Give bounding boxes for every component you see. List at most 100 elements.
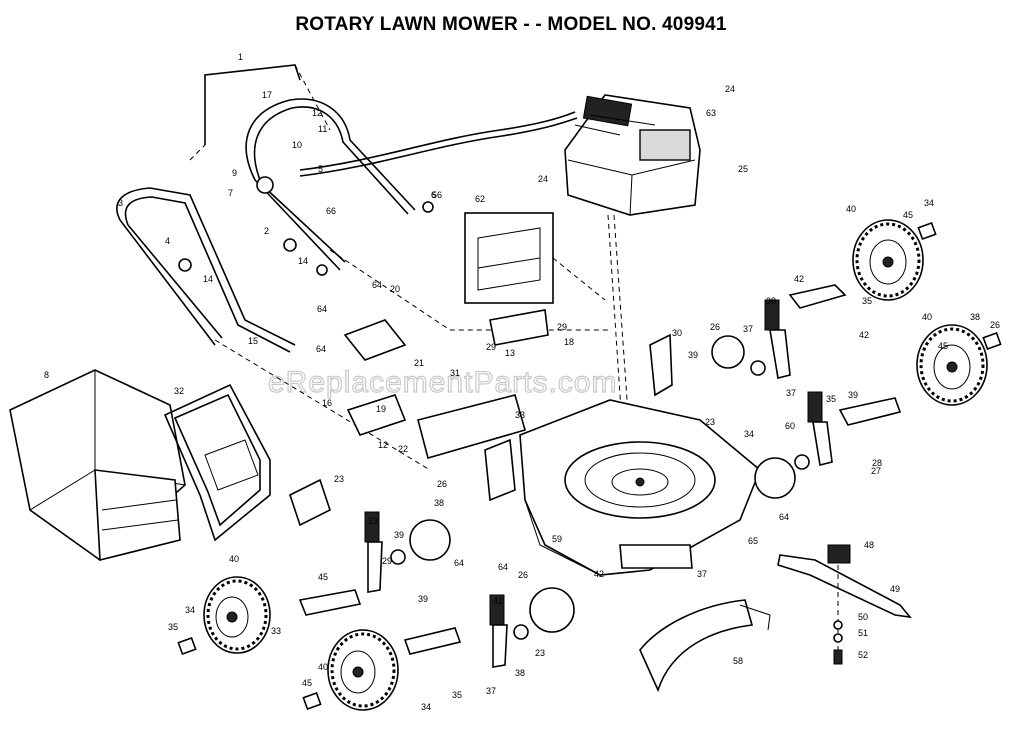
callout-45: 45: [938, 341, 948, 351]
wheel-right-rear: [852, 219, 924, 301]
callout-37: 37: [786, 388, 796, 398]
callout-50: 50: [858, 612, 868, 622]
callout-59: 59: [552, 534, 562, 544]
callout-66: 66: [326, 206, 336, 216]
callout-23: 23: [535, 648, 545, 658]
callout-48: 48: [864, 540, 874, 550]
callout-25: 25: [738, 164, 748, 174]
callout-39: 39: [418, 594, 428, 604]
callout-52: 52: [858, 650, 868, 660]
engine: [564, 94, 701, 471]
callout-64: 64: [372, 280, 382, 290]
callout-38: 38: [434, 498, 444, 508]
callout-27: 27: [871, 466, 881, 476]
callout-42: 42: [794, 274, 804, 284]
callout-20: 20: [390, 284, 400, 294]
callout-35: 35: [452, 690, 462, 700]
grass-bag: [9, 369, 186, 562]
wheel-left-rear: [203, 576, 271, 654]
callout-34: 34: [744, 429, 754, 439]
callout-60: 60: [785, 421, 795, 431]
callout-14: 14: [298, 256, 308, 266]
callout-32: 32: [174, 386, 184, 396]
callout-39: 39: [848, 390, 858, 400]
callout-40: 40: [229, 554, 239, 564]
callout-30: 30: [672, 328, 682, 338]
upper-handle: [245, 98, 416, 271]
callout-64: 64: [498, 562, 508, 572]
callout-24: 24: [725, 84, 735, 94]
mower-deck: [519, 399, 761, 576]
watermark: eReplacementParts.com: [268, 366, 617, 399]
callout-39: 39: [394, 530, 404, 540]
callout-38: 38: [970, 312, 980, 322]
callout-3: 3: [118, 198, 123, 208]
wheel-left-front: [327, 629, 399, 711]
callout-24: 24: [538, 174, 548, 184]
callout-9: 9: [232, 168, 237, 178]
callout-18: 18: [564, 337, 574, 347]
control-cable: [299, 111, 576, 171]
callout-28: 28: [872, 458, 882, 468]
callout-16: 16: [322, 398, 332, 408]
callout-12: 12: [378, 440, 388, 450]
callout-1: 1: [238, 52, 243, 62]
callout-62: 62: [475, 194, 485, 204]
callout-33: 33: [271, 626, 281, 636]
callout-58: 58: [733, 656, 743, 666]
callout-64: 64: [317, 304, 327, 314]
callout-2: 2: [264, 226, 269, 236]
callout-35: 35: [862, 296, 872, 306]
callout-29: 29: [486, 342, 496, 352]
blade: [777, 544, 912, 665]
callout-31: 31: [450, 368, 460, 378]
callout-34: 34: [421, 702, 431, 712]
callout-5: 5: [318, 164, 323, 174]
callout-38: 38: [766, 296, 776, 306]
callout-14: 14: [203, 274, 213, 284]
callout-23: 23: [334, 474, 344, 484]
callout-39: 39: [688, 350, 698, 360]
callout-29: 29: [557, 322, 567, 332]
callout-40: 40: [846, 204, 856, 214]
callout-23: 23: [705, 417, 715, 427]
height-adjusters: [298, 284, 902, 668]
callout-34: 34: [924, 198, 934, 208]
callout-26: 26: [437, 479, 447, 489]
callout-56: 56: [432, 190, 442, 200]
decal-panel: [464, 212, 606, 304]
callout-64: 64: [316, 344, 326, 354]
callout-51: 51: [858, 628, 868, 638]
diagram-title: ROTARY LAWN MOWER - - MODEL NO. 409941: [295, 14, 727, 35]
callout-65: 65: [748, 536, 758, 546]
callout-64: 64: [779, 512, 789, 522]
callout-37: 37: [743, 324, 753, 334]
callout-38: 38: [515, 668, 525, 678]
callout-42: 42: [859, 330, 869, 340]
callout-49: 49: [890, 584, 900, 594]
callout-13: 13: [505, 348, 515, 358]
callout-45: 45: [903, 210, 913, 220]
callout-11: 11: [318, 124, 327, 134]
lower-handle: [116, 187, 296, 353]
warning-label: [289, 478, 331, 527]
callout-29: 29: [382, 556, 392, 566]
callout-35: 35: [168, 622, 178, 632]
callout-37: 37: [697, 569, 707, 579]
callout-35: 35: [826, 394, 836, 404]
bag-frame: [163, 383, 271, 542]
callout-15: 15: [248, 336, 258, 346]
control-bail: [189, 64, 331, 161]
callout-64: 64: [454, 558, 464, 568]
callout-10: 10: [292, 140, 302, 150]
callout-40: 40: [318, 662, 328, 672]
callout-4: 4: [165, 236, 170, 246]
wheel-right-front: [916, 324, 988, 406]
callout-19: 19: [376, 404, 386, 414]
callout-23: 23: [368, 516, 378, 526]
callout-37: 37: [486, 686, 496, 696]
callout-45: 45: [302, 678, 312, 688]
callout-6: 6: [431, 190, 436, 200]
